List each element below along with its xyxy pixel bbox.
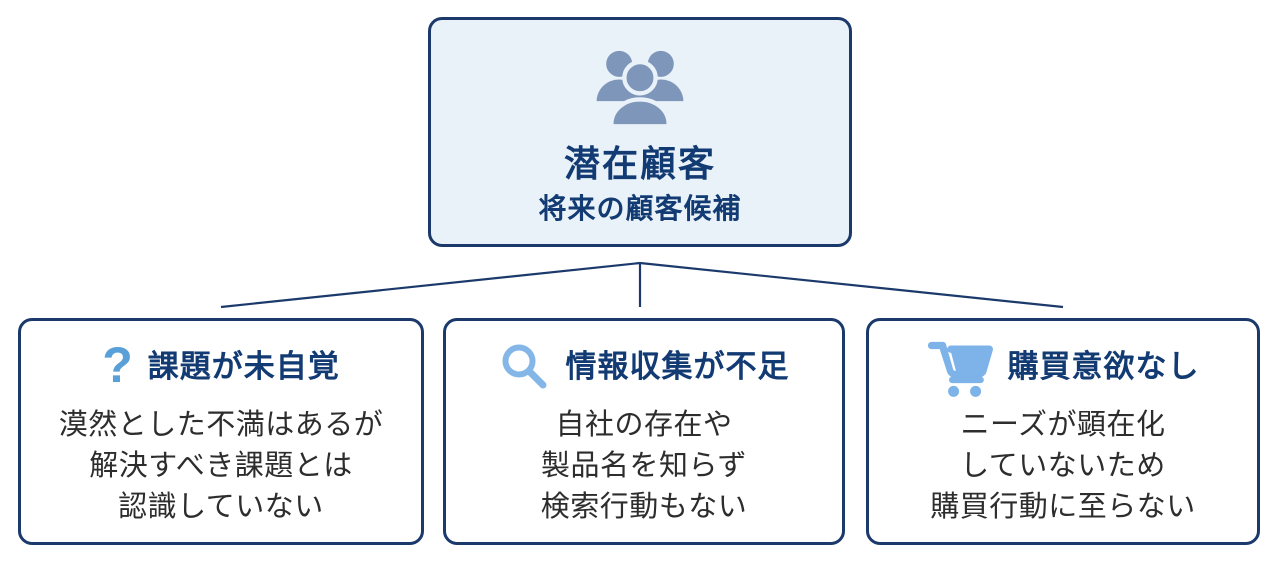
child-box-title: 購買意欲なし xyxy=(1007,348,1200,384)
body-line: 解決すべき課題とは xyxy=(89,450,353,482)
body-line: 自社の存在や xyxy=(555,409,733,441)
child-box-info-lacking: 情報収集が不足 自社の存在や 製品名を知らず 検索行動もない xyxy=(443,318,845,545)
child-box-header: ? 課題が未自覚 xyxy=(102,339,340,395)
child-box-problem-unaware: ? 課題が未自覚 漠然とした不満はあるが 解決すべき課題とは 認識していない xyxy=(18,318,424,545)
child-box-header: 購買意欲なし xyxy=(927,338,1200,397)
body-line: 検索行動もない xyxy=(540,491,748,523)
child-box-body: ニーズが顕在化 していないため 購買行動に至らない xyxy=(930,405,1196,528)
child-box-no-purchase-intent: 購買意欲なし ニーズが顕在化 していないため 購買行動に至らない xyxy=(866,318,1260,545)
child-box-body: 漠然とした不満はあるが 解決すべき課題とは 認識していない xyxy=(59,405,384,528)
magnifier-icon xyxy=(499,341,551,393)
root-title: 潜在顧客 xyxy=(563,143,716,184)
body-line: 製品名を知らず xyxy=(541,450,747,482)
question-mark-icon: ? xyxy=(102,337,133,393)
connector-lines xyxy=(220,261,1064,309)
body-line: 購買行動に至らない xyxy=(930,491,1196,523)
child-box-header: 情報収集が不足 xyxy=(499,339,790,395)
child-box-title: 課題が未自覚 xyxy=(147,348,340,384)
body-line: 漠然とした不満はあるが xyxy=(58,409,384,441)
potential-customer-box: 潜在顧客 将来の顧客候補 xyxy=(428,17,852,247)
child-box-body: 自社の存在や 製品名を知らず 検索行動もない xyxy=(541,405,748,528)
body-line: ニーズが顕在化 xyxy=(960,409,1166,441)
child-box-title: 情報収集が不足 xyxy=(565,348,790,384)
body-line: していないため xyxy=(960,450,1166,482)
root-subtitle: 将来の顧客候補 xyxy=(538,193,742,225)
body-line: 認識していない xyxy=(118,491,324,523)
cart-icon xyxy=(927,338,993,397)
people-group-icon xyxy=(588,44,692,134)
